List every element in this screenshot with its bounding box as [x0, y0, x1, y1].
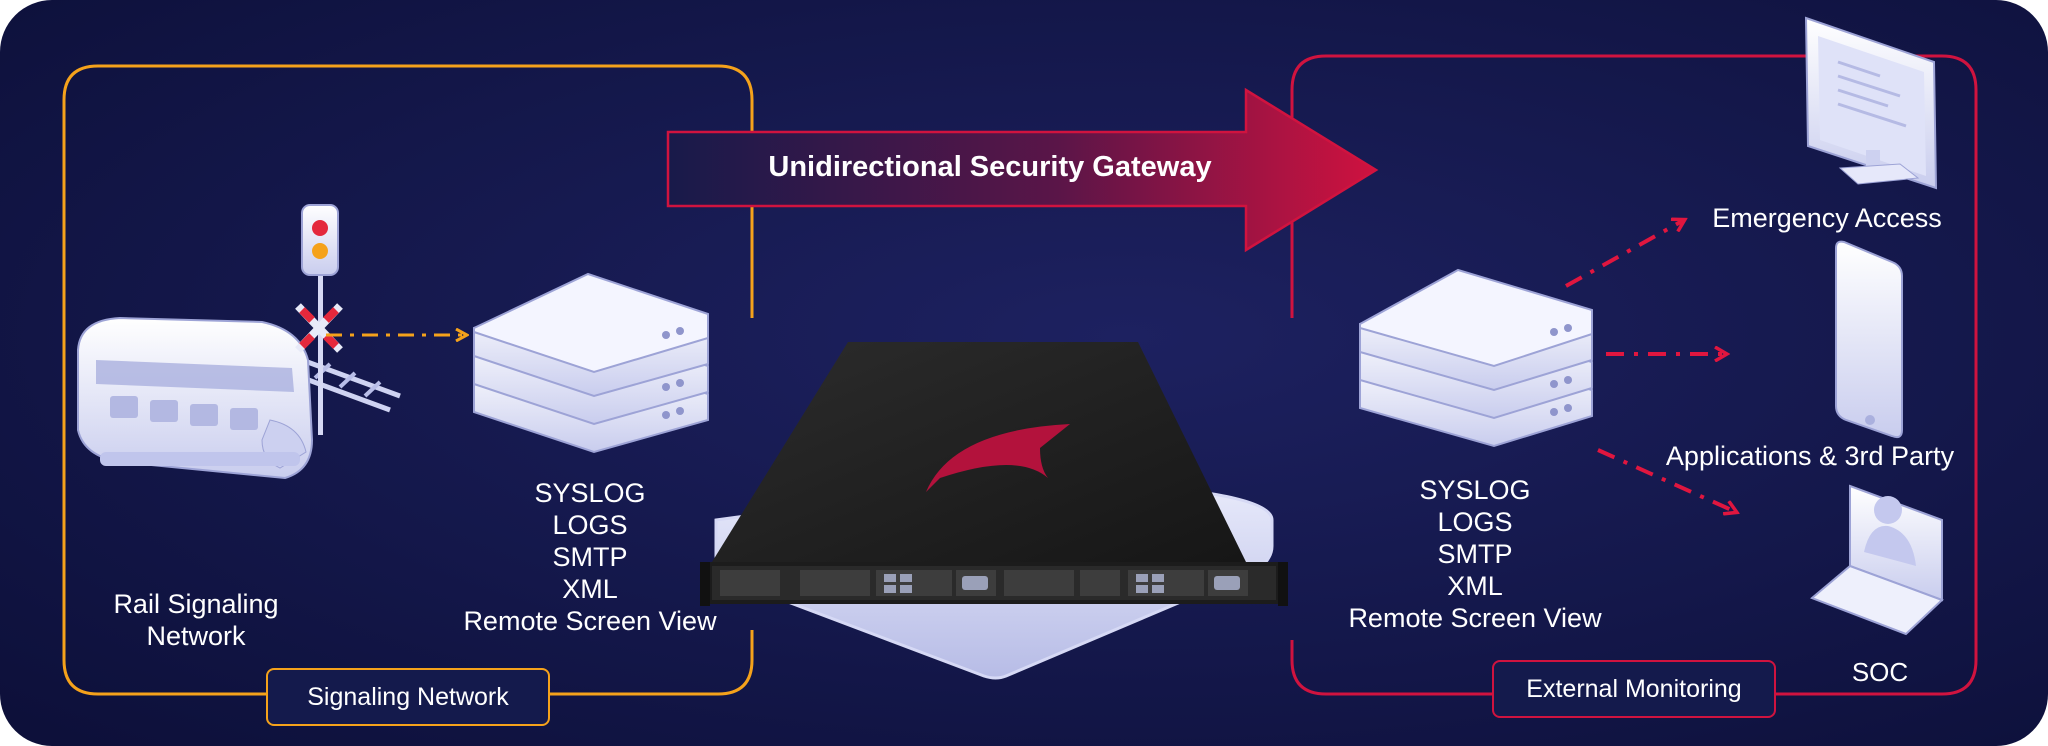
- protocol-item: SMTP: [552, 542, 628, 572]
- protocol-item: LOGS: [1437, 507, 1513, 537]
- gateway-title: Unidirectional Security Gateway: [768, 151, 1212, 183]
- protocol-item: SMTP: [1437, 539, 1513, 569]
- traffic-signal-icon: [301, 204, 339, 435]
- protocol-item: XML: [1447, 571, 1503, 601]
- flow-arrow-to-soc: [1597, 448, 1736, 512]
- gateway-arrow: [666, 87, 1379, 253]
- monitor-icon: [1804, 16, 1938, 190]
- destination-soc: SOC: [1851, 657, 1909, 687]
- rail-signaling-network-label: Rail Signaling Network: [113, 589, 279, 651]
- protocol-item: LOGS: [552, 510, 628, 540]
- protocol-item: Remote Screen View: [1348, 603, 1602, 633]
- signaling-network-zone: [62, 64, 754, 696]
- train-icon: [77, 316, 401, 480]
- mobile-phone-icon: [1835, 240, 1903, 439]
- external-monitoring-zone: [1290, 54, 1978, 696]
- gateway-appliance-icon: [700, 342, 1288, 680]
- signaling-network-tag: Signaling Network: [266, 668, 550, 726]
- external-monitoring-tag: External Monitoring: [1492, 660, 1776, 718]
- protocol-item: SYSLOG: [534, 478, 646, 508]
- protocol-item: XML: [562, 574, 618, 604]
- destination-emergency-access: Emergency Access: [1712, 203, 1942, 233]
- left-server-stack-icon: [473, 272, 709, 454]
- right-server-stack-icon: [1359, 268, 1593, 448]
- crossing-sign-icon: [295, 303, 343, 353]
- protocol-item: Remote Screen View: [463, 606, 717, 636]
- protocol-item: SYSLOG: [1419, 475, 1531, 505]
- right-protocol-list: SYSLOG LOGS SMTP XML Remote Screen View: [1330, 474, 1620, 634]
- flow-arrow-to-emergency-access: [1565, 220, 1684, 288]
- laptop-user-icon: [1810, 484, 1944, 636]
- destination-applications: Applications & 3rd Party: [1665, 441, 1955, 471]
- left-protocol-list: SYSLOG LOGS SMTP XML Remote Screen View: [445, 477, 735, 637]
